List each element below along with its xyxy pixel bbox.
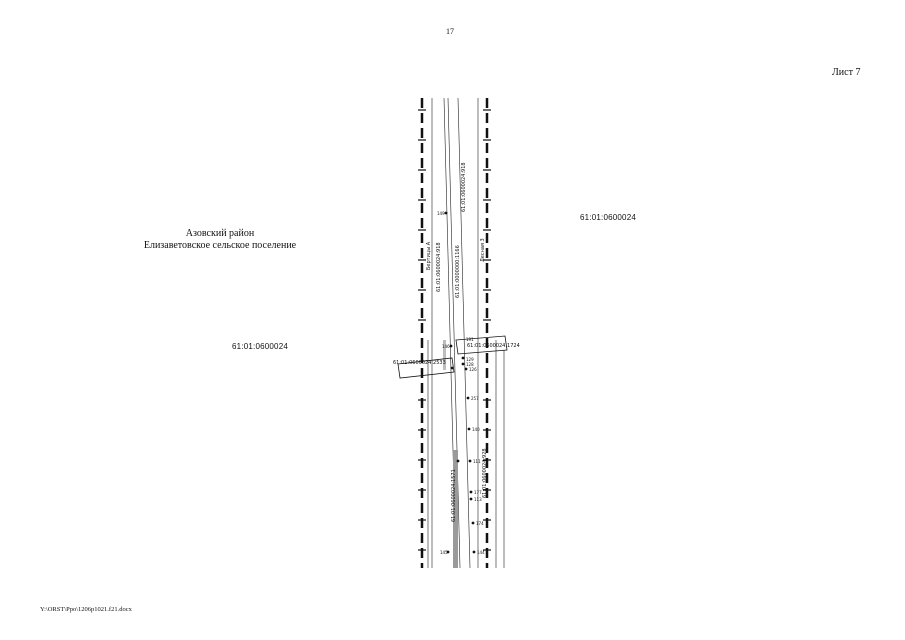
label-road-upper-left: 61:01:0600024:918 xyxy=(436,242,442,292)
label-small-right: Лесная 3 xyxy=(480,238,486,262)
parcel-box-right xyxy=(455,335,508,355)
point-label: 149 xyxy=(437,211,445,216)
label-road-upper-right: 61:01:0600024:918 xyxy=(461,162,467,212)
point-label: 128 xyxy=(466,362,474,367)
point-label: 177 xyxy=(474,490,482,495)
point-label: 113 xyxy=(474,497,482,502)
sheet-label: Лист 7 xyxy=(832,67,861,78)
point-label: 145 xyxy=(440,550,448,555)
page-number: 17 xyxy=(446,27,454,36)
road-line-4 xyxy=(457,97,471,569)
grey-strip xyxy=(453,450,458,568)
survey-points xyxy=(444,211,476,554)
footer-file-path: Y:\ORST\Ppo\1206p1021.f21.docx xyxy=(40,606,132,613)
boundary-ticks xyxy=(418,109,491,551)
settlement-name: Елизаветовское сельское поселение xyxy=(143,240,297,251)
label-road-upper-mid: 61:01:0000000:1166 xyxy=(455,245,461,298)
point-label: 140 xyxy=(472,427,480,432)
point-label: 191 xyxy=(466,337,474,342)
district-name: Азовский район xyxy=(185,228,255,239)
point-label: 146 xyxy=(442,344,450,349)
district-label: Азовский район Елизаветовское сельское п… xyxy=(120,228,320,252)
label-lower-mid: 61:01:0600024:1571 xyxy=(451,469,457,522)
point-label: 174 xyxy=(476,521,484,526)
point-label: 111 xyxy=(473,459,481,464)
point-label: 257 xyxy=(471,396,479,401)
label-lower-right: 61:01:0600024:928 xyxy=(482,448,488,498)
parcel-label-left: 61:01:0600024 xyxy=(232,342,288,351)
point-label: 129 xyxy=(466,357,474,362)
label-box-right: 61:01:0600024:1724 xyxy=(467,343,520,349)
label-box-left: 61:01:0600024:2533 xyxy=(393,360,446,366)
parcel-label-right: 61:01:0600024 xyxy=(580,213,636,222)
point-label: 144 xyxy=(477,550,485,555)
grey-strip-upper xyxy=(443,340,446,370)
label-small-left: Бертицы А xyxy=(426,241,432,270)
parcel-box-left xyxy=(397,357,455,379)
point-label: 126 xyxy=(469,367,477,372)
